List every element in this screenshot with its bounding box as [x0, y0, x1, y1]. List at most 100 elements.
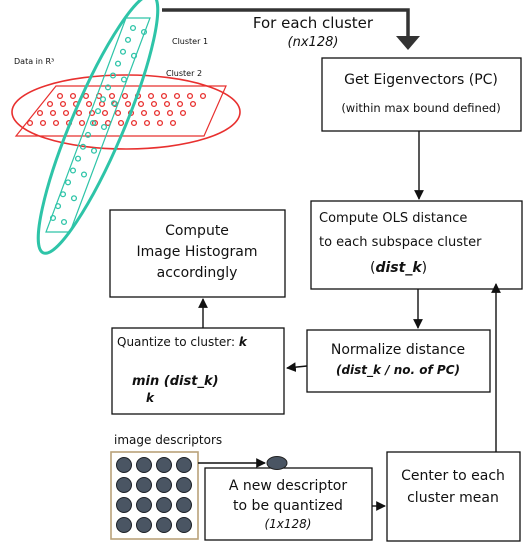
- cluster1-point: [69, 167, 77, 174]
- descriptor-dot: [136, 457, 152, 473]
- cluster2-point: [176, 100, 184, 108]
- cluster2-point: [26, 119, 34, 127]
- cluster1-point: [60, 218, 68, 226]
- descriptor-dot: [116, 497, 132, 513]
- cluster2-point: [91, 119, 99, 127]
- center-line1: Center to each: [401, 468, 505, 484]
- cluster1-points: [49, 24, 148, 226]
- cluster2-point: [143, 119, 151, 127]
- cluster2-point: [150, 100, 158, 108]
- descriptor-dot: [156, 517, 172, 533]
- cluster2-subspace: [14, 85, 227, 137]
- cluster2-point: [173, 92, 181, 100]
- descriptor-dot: [156, 477, 172, 493]
- cluster2-point: [163, 100, 171, 108]
- cluster1-point: [70, 195, 78, 202]
- descriptor-dot: [176, 457, 192, 473]
- cluster2-point: [153, 109, 161, 117]
- descriptor-dot: [176, 497, 192, 513]
- quantize-min: min (dist_k): [132, 374, 219, 389]
- cluster2-point: [166, 109, 174, 117]
- cluster2-point: [59, 100, 67, 108]
- cluster2-point: [130, 119, 138, 127]
- cluster1-point: [130, 52, 138, 59]
- descriptor-dot: [136, 477, 152, 493]
- image-descriptors-label: image descriptors: [114, 433, 222, 447]
- cluster1-point: [64, 179, 72, 186]
- new-descriptor-dot: [266, 456, 288, 470]
- cluster1-point: [119, 48, 127, 55]
- new-descriptor-line2: to be quantized: [233, 498, 343, 514]
- cluster2-point: [156, 119, 164, 127]
- histogram-line3: accordingly: [157, 265, 238, 281]
- cluster2-point: [160, 92, 168, 100]
- cluster1-point: [110, 100, 118, 107]
- quantize-k: k: [146, 391, 155, 405]
- cluster2-point: [186, 92, 194, 100]
- descriptor-dot: [176, 477, 192, 493]
- cluster2-point: [189, 100, 197, 108]
- arrow-normalize-to-quantize: [286, 362, 308, 372]
- descriptor-dot: [116, 517, 132, 533]
- cluster2-point: [179, 109, 187, 117]
- new-descriptor-box: A new descriptor to be quantized (1x128): [204, 467, 373, 541]
- cluster1-point: [99, 96, 107, 103]
- cluster1-point: [120, 76, 128, 83]
- descriptor-dot: [136, 517, 152, 533]
- ols-distance-box: Compute OLS distance to each subspace cl…: [310, 200, 523, 290]
- quantize-box: Quantize to cluster: k min (dist_k) k: [111, 327, 285, 415]
- cluster2-point: [39, 119, 47, 127]
- cluster2-point: [62, 109, 70, 117]
- descriptor-dots: [116, 457, 192, 533]
- cluster2-point: [108, 92, 116, 100]
- cluster1-point: [54, 203, 62, 210]
- cluster2-point: [69, 92, 77, 100]
- eigenvectors-subtitle: (within max bound defined): [341, 101, 500, 115]
- cluster1-point: [89, 119, 97, 127]
- center-box: Center to each cluster mean: [386, 451, 521, 542]
- normalize-title: Normalize distance: [331, 342, 465, 358]
- cluster1-point: [109, 72, 117, 79]
- cluster2-point: [114, 109, 122, 117]
- cluster2-point: [147, 92, 155, 100]
- cluster2-point: [85, 100, 93, 108]
- cluster-scatter: Data in R³ Cluster 1 Cluster 2: [11, 0, 241, 255]
- cluster1-point: [114, 60, 122, 67]
- for-each-cluster-label: For each cluster: [253, 14, 374, 32]
- cluster2-point: [140, 109, 148, 117]
- descriptor-dot: [116, 477, 132, 493]
- cluster2-point: [52, 119, 60, 127]
- cluster2-points: [26, 92, 207, 127]
- descriptor-dot: [176, 517, 192, 533]
- cluster2-point: [75, 109, 83, 117]
- cluster1-label: Cluster 1: [172, 37, 208, 46]
- ols-line3: (dist_k): [370, 260, 427, 276]
- cluster2-point: [78, 119, 86, 127]
- eigenvectors-box: Get Eigenvectors (PC) (within max bound …: [321, 57, 522, 132]
- cluster1-subspace: [45, 17, 151, 233]
- cluster2-point: [82, 92, 90, 100]
- cluster1-point: [140, 28, 148, 36]
- cluster2-point: [169, 119, 177, 127]
- quantize-line1: Quantize to cluster: k: [117, 335, 248, 349]
- flow-arrows: [198, 131, 501, 511]
- descriptor-dot: [156, 497, 172, 513]
- cluster1-point: [124, 36, 132, 43]
- cluster1-point: [90, 147, 98, 154]
- histogram-line2: Image Histogram: [137, 244, 258, 260]
- histogram-box: Compute Image Histogram accordingly: [109, 209, 286, 298]
- cluster2-point: [36, 109, 44, 117]
- cluster1-point: [59, 191, 67, 198]
- cluster1-point: [129, 24, 137, 32]
- cluster2-point: [137, 100, 145, 108]
- descriptor-grid: [110, 451, 199, 540]
- ols-line2: to each subspace cluster: [319, 235, 482, 250]
- cluster2-point: [98, 100, 106, 108]
- cluster2-point: [124, 100, 132, 108]
- cluster2-point: [101, 109, 109, 117]
- center-line2: cluster mean: [407, 490, 499, 506]
- cluster2-label: Cluster 2: [166, 69, 202, 78]
- new-descriptor-line1: A new descriptor: [229, 478, 347, 494]
- cluster2-point: [56, 92, 64, 100]
